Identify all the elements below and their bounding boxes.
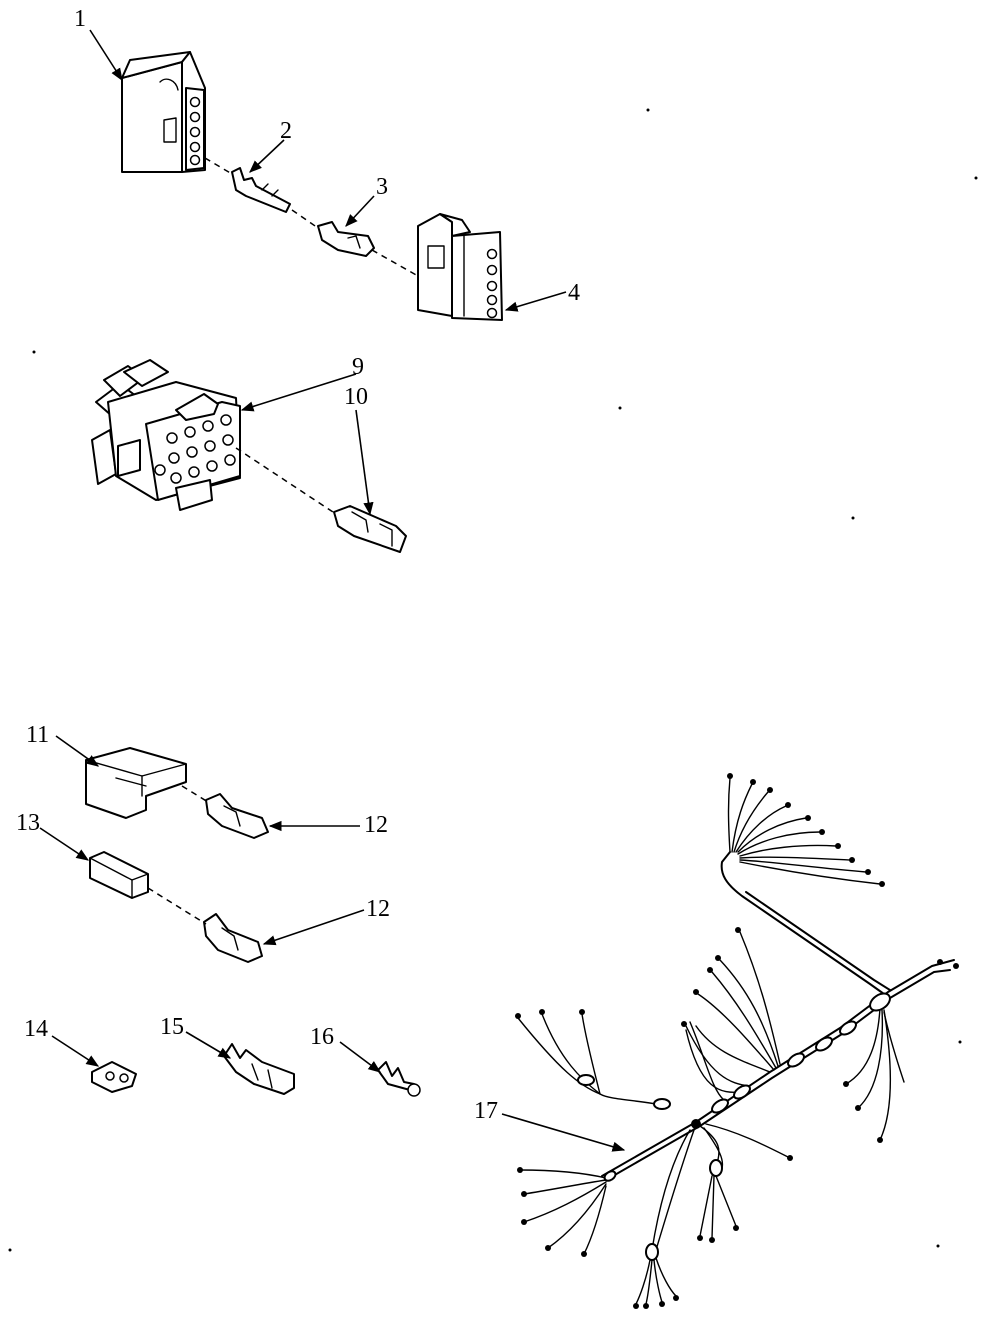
assembly-line-11-12 bbox=[181, 785, 209, 803]
part-2-terminal bbox=[231, 167, 291, 213]
part-16-ring-terminal bbox=[377, 1061, 421, 1097]
callout-4: 4 bbox=[568, 280, 580, 306]
callout-12-lower: 12 bbox=[366, 896, 390, 922]
assembly-line-3-4 bbox=[371, 249, 419, 277]
callout-labels: 1 2 3 4 9 10 11 12 13 12 14 15 16 17 bbox=[16, 6, 580, 1124]
part-17-wiring-harness bbox=[515, 773, 959, 1309]
leader-lines bbox=[39, 29, 626, 1152]
callout-9: 9 bbox=[352, 354, 364, 380]
part-13-housing bbox=[89, 851, 149, 899]
scan-specks bbox=[8, 108, 978, 1252]
callout-17: 17 bbox=[474, 1098, 498, 1124]
assembly-line-13-12 bbox=[147, 887, 207, 925]
part-12-terminal-upper bbox=[205, 793, 269, 839]
callout-10: 10 bbox=[344, 384, 368, 410]
part-4-connector-housing bbox=[417, 213, 503, 321]
callout-2: 2 bbox=[280, 118, 292, 144]
part-1-connector-housing bbox=[121, 51, 206, 173]
part-11-housing bbox=[85, 747, 187, 819]
part-15-terminal bbox=[223, 1043, 295, 1095]
callout-14: 14 bbox=[24, 1016, 48, 1042]
callout-12-upper: 12 bbox=[364, 812, 388, 838]
callout-11: 11 bbox=[26, 722, 49, 748]
part-9-connector-housing bbox=[91, 359, 241, 511]
part-14-splice bbox=[91, 1061, 137, 1093]
callout-3: 3 bbox=[376, 174, 388, 200]
part-12-terminal-lower bbox=[203, 913, 263, 963]
callout-13: 13 bbox=[16, 810, 40, 836]
callout-15: 15 bbox=[160, 1014, 184, 1040]
part-10-terminal bbox=[333, 505, 407, 553]
callout-1: 1 bbox=[74, 6, 86, 32]
callout-16: 16 bbox=[310, 1024, 334, 1050]
assembly-line-2-3 bbox=[291, 209, 319, 229]
assembly-line-9-10 bbox=[235, 447, 337, 515]
part-3-terminal bbox=[317, 221, 375, 257]
assembly-line-1-4 bbox=[204, 157, 233, 175]
